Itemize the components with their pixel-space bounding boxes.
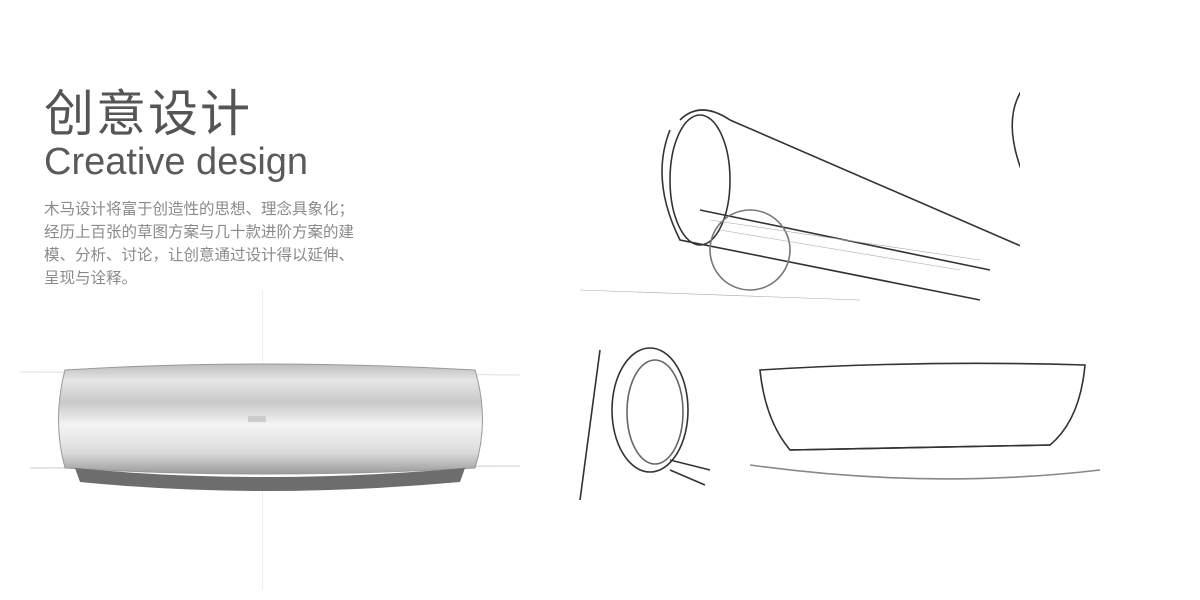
page-title-chinese: 创意设计	[44, 86, 252, 142]
design-sketch-side-detail	[579, 347, 711, 501]
description-text: 木马设计将富于创造性的思想、理念具象化；经历上百张的草图方案与几十款进阶方案的建…	[44, 201, 355, 287]
design-sketch-main-unit	[579, 91, 1020, 301]
design-sketch-front-view	[749, 362, 1101, 480]
air-conditioner-render	[20, 363, 521, 491]
page-title-english: Creative design	[44, 141, 309, 183]
